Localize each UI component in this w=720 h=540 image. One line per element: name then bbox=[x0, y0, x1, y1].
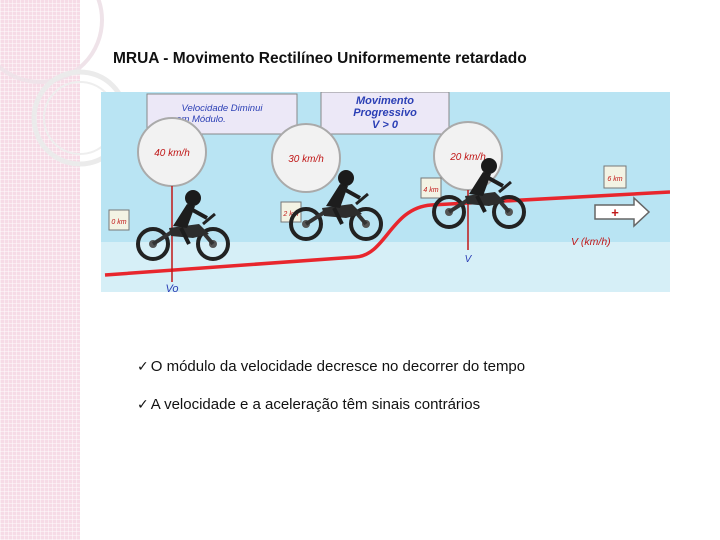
checkmark-icon: ✓ bbox=[137, 397, 149, 413]
bullet-item: ✓A velocidade e a aceleração têm sinais … bbox=[137, 396, 480, 413]
km-marker-4 bbox=[420, 177, 442, 199]
km-marker-2-label: 2 km bbox=[282, 211, 298, 218]
slide-title: MRUA - Movimento Rectilíneo Uniformement… bbox=[113, 50, 527, 67]
info-box-right-line-1: Movimento bbox=[356, 95, 414, 107]
direction-arrow-label: + bbox=[611, 205, 619, 220]
vo-label: Vo bbox=[165, 283, 178, 292]
motorcycle-deceleration-illustration: Velocidade Diminui em Módulo. Movimento … bbox=[101, 92, 670, 292]
decorative-side-band bbox=[0, 0, 80, 540]
road-upper-line bbox=[104, 190, 670, 277]
km-marker-4-label: 4 km bbox=[423, 187, 438, 194]
info-box-right-line-3: V > 0 bbox=[372, 119, 399, 131]
checkmark-icon: ✓ bbox=[137, 359, 149, 375]
bullet-text: A velocidade e a aceleração têm sinais c… bbox=[150, 396, 481, 413]
bullet-text: O módulo da velocidade decresce no decor… bbox=[150, 358, 526, 375]
v-label: V bbox=[465, 254, 473, 265]
speed-label-40: 40 km/h bbox=[154, 148, 190, 159]
speed-label-30: 30 km/h bbox=[288, 154, 324, 165]
direction-arrow bbox=[594, 196, 651, 228]
km-marker-6-label: 6 km bbox=[607, 176, 622, 183]
speed-label-20: 20 km/h bbox=[449, 152, 486, 163]
speed-sign-30 bbox=[271, 123, 341, 193]
velocity-axis-label: V (km/h) bbox=[571, 236, 611, 248]
km-marker-0 bbox=[108, 209, 130, 231]
km-marker-6 bbox=[603, 165, 627, 189]
bullet-item: ✓O módulo da velocidade decresce no deco… bbox=[137, 358, 525, 375]
info-box-right bbox=[320, 92, 450, 135]
info-box-left-line-2: em Módulo. bbox=[176, 114, 226, 125]
km-marker-0-label: 0 km bbox=[111, 219, 126, 226]
info-box-right-line-2: Progressivo bbox=[353, 107, 417, 119]
info-box-left-line-1: Velocidade Diminui bbox=[182, 103, 264, 114]
